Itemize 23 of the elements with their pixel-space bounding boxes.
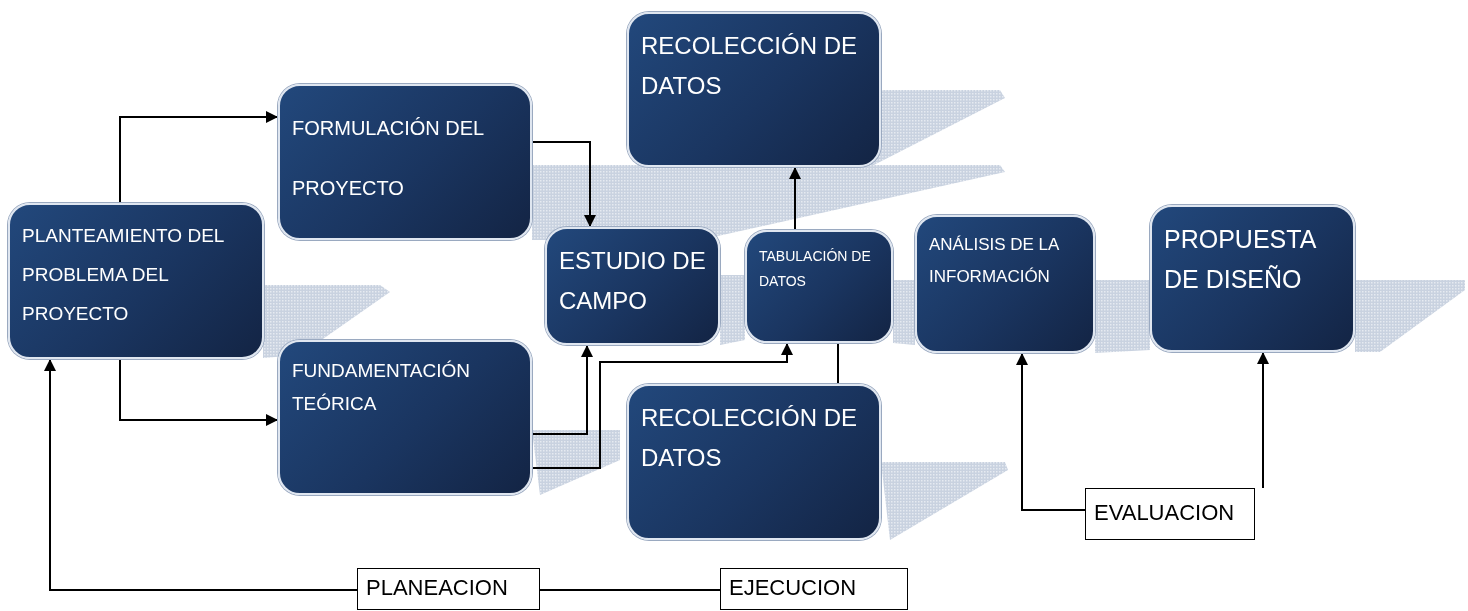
phase-box: PLANEACION [357, 568, 540, 610]
arrow [1016, 352, 1086, 511]
process-box: PLANTEAMIENTO DEL PROBLEMA DEL PROYECTO [8, 203, 264, 359]
arrow [119, 358, 279, 426]
arrow [531, 344, 593, 435]
arrow [531, 141, 596, 228]
connector-line [837, 342, 839, 385]
process-box: ESTUDIO DE CAMPO [545, 227, 720, 345]
phase-box: EVALUACION [1085, 488, 1255, 540]
arrow [44, 358, 358, 591]
arrow [531, 342, 793, 469]
process-box: ANÁLISIS DE LA INFORMACIÓN [915, 215, 1095, 353]
arrow [119, 111, 279, 204]
process-box: TABULACIÓN DE DATOS [745, 230, 893, 343]
arrow [1257, 351, 1269, 489]
process-box: FUNDAMENTACIÓN TEÓRICA [278, 340, 532, 495]
arrow [789, 166, 801, 231]
process-box: FORMULACIÓN DEL PROYECTO [278, 84, 532, 240]
phase-box: EJECUCION [720, 568, 908, 610]
process-box: PROPUESTA DE DISEÑO [1150, 205, 1355, 352]
process-box: RECOLECCIÓN DE DATOS [627, 12, 881, 167]
connector-line [539, 589, 721, 591]
process-box: RECOLECCIÓN DE DATOS [627, 384, 881, 540]
